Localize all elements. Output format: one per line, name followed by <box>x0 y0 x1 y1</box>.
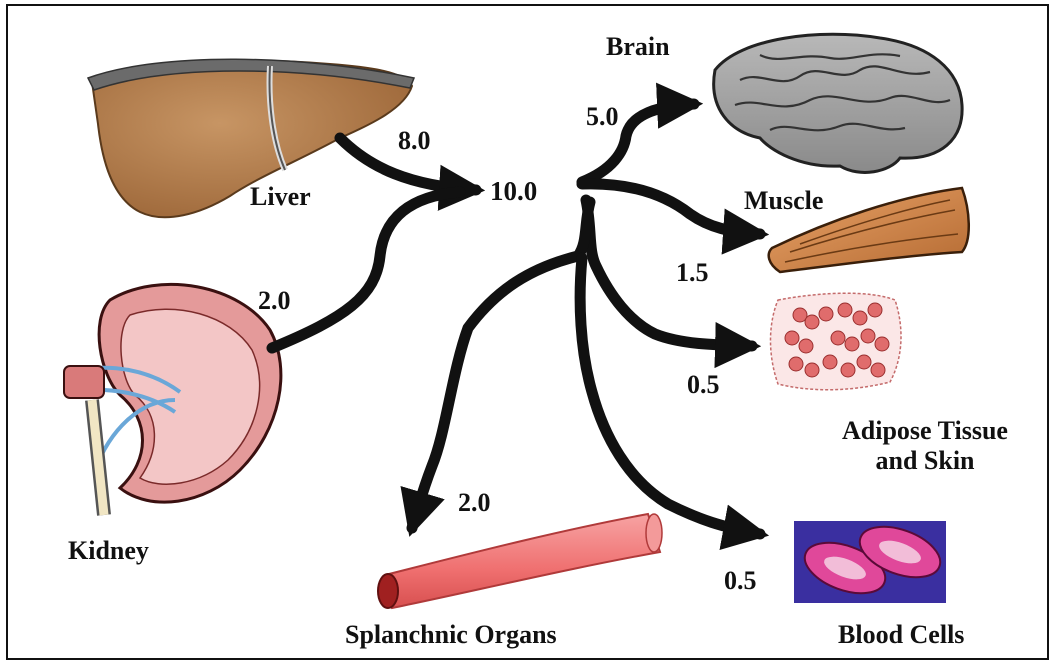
value-kidney: 2.0 <box>258 288 291 314</box>
adipose-label: Adipose Tissue and Skin <box>800 416 1050 476</box>
blood-cells-illustration <box>794 517 947 603</box>
muscle-label: Muscle <box>744 188 823 214</box>
brain-label: Brain <box>606 34 670 60</box>
kidney-illustration <box>64 284 281 515</box>
arrow-kidney-to-center <box>272 192 460 348</box>
arrow-center-to-splanchnic <box>412 202 590 528</box>
adipose-label-line1: Adipose Tissue <box>800 416 1050 446</box>
vessel-illustration <box>378 514 662 608</box>
arrow-center-to-blood <box>580 258 760 534</box>
value-liver: 8.0 <box>398 128 431 154</box>
adipose-label-line2: and Skin <box>800 446 1050 476</box>
arrow-center-to-adipose <box>586 200 752 346</box>
arrow-center-to-muscle <box>582 184 760 234</box>
kidney-label: Kidney <box>68 538 149 564</box>
blood-cells-label: Blood Cells <box>838 622 964 648</box>
liver-label: Liver <box>250 184 311 210</box>
value-muscle: 1.5 <box>676 260 709 286</box>
adipose-illustration <box>771 293 902 390</box>
value-adipose: 0.5 <box>687 372 720 398</box>
value-splanchnic: 2.0 <box>458 490 491 516</box>
brain-illustration <box>714 34 962 172</box>
value-total: 10.0 <box>490 178 537 205</box>
value-blood: 0.5 <box>724 568 757 594</box>
value-brain: 5.0 <box>586 104 619 130</box>
splanchnic-label: Splanchnic Organs <box>345 622 557 648</box>
